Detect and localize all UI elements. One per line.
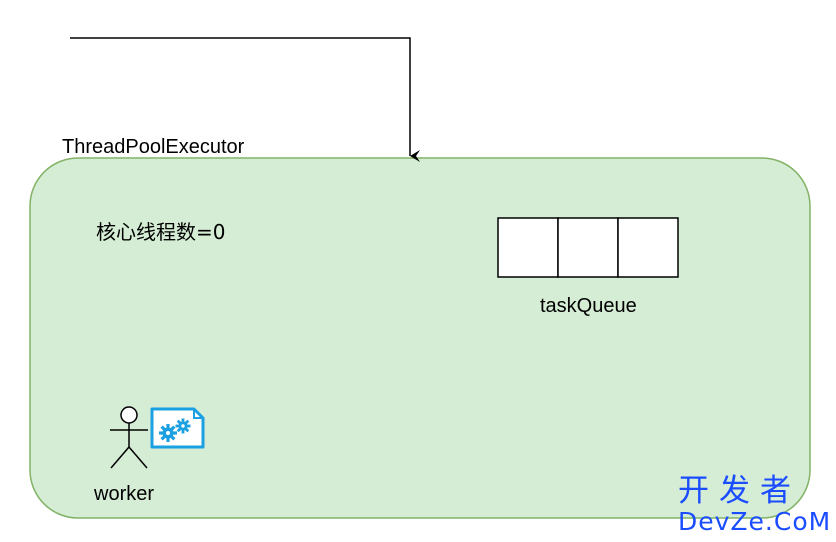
- queue-slot: [617, 217, 679, 278]
- task-queue: [497, 217, 679, 278]
- task-gears-icon: [150, 407, 205, 449]
- queue-slot: [557, 217, 619, 278]
- watermark-bottom-text: DevZe.CoM: [678, 507, 832, 536]
- worker-figure: [110, 406, 148, 469]
- worker-head: [120, 406, 138, 424]
- submit-arrow: [70, 37, 420, 162]
- worker-label: worker: [94, 483, 155, 505]
- executor-container: [29, 157, 811, 519]
- worker-left-leg: [110, 446, 130, 469]
- core-threads-label: 核心线程数=0: [96, 220, 226, 244]
- executor-label: ThreadPoolExecutor: [62, 136, 245, 158]
- task-queue-label: taskQueue: [540, 295, 637, 317]
- queue-slot: [497, 217, 559, 278]
- worker-right-leg: [128, 446, 148, 469]
- watermark-logo: 开发者 DevZe.CoM: [678, 474, 830, 536]
- watermark-top-text: 开发者: [678, 473, 801, 509]
